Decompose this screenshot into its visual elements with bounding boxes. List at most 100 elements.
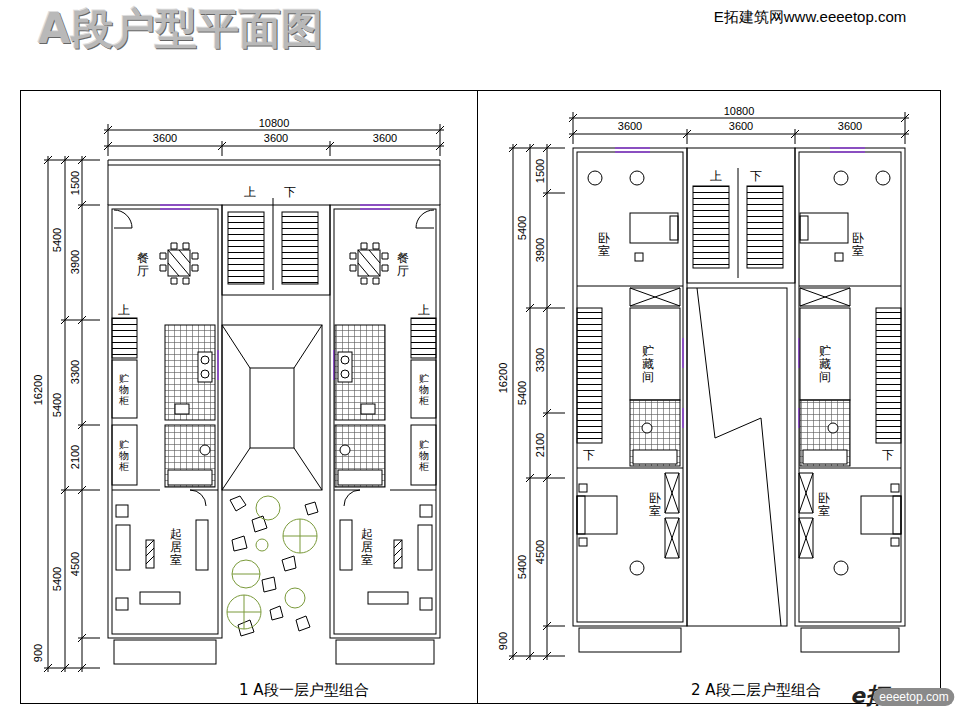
dimension-text: 3600	[728, 121, 754, 132]
first-floor-plan-part	[200, 445, 210, 455]
first-floor-plan-part	[335, 325, 385, 420]
dimension-text: 3300	[70, 359, 81, 385]
first-floor-plan-part	[112, 209, 218, 634]
room-name: 贮物柜	[119, 373, 129, 406]
second-floor-plan-part	[630, 288, 850, 306]
second-floor-plan-part	[630, 561, 644, 575]
first-floor-plan-part	[112, 360, 137, 418]
first-floor-plan-part	[334, 209, 436, 634]
first-floor-plan-part	[411, 318, 436, 358]
room-name: 卧室	[852, 232, 864, 258]
second-floor-plan-part	[630, 171, 644, 185]
second-floor-plan-part	[579, 628, 681, 652]
first-floor-plan-part	[340, 445, 350, 455]
first-floor-plan-part	[201, 356, 209, 364]
second-floor-plan-part	[588, 171, 602, 185]
second-floor-plan-part	[861, 496, 901, 534]
dimension-text: 5400	[517, 215, 528, 241]
first-floor-plan-part	[330, 205, 440, 638]
dimension-lines	[44, 124, 444, 672]
first-floor-plan-part	[114, 210, 434, 228]
first-floor-plan-part	[335, 425, 385, 487]
first-floor-plan-part	[418, 525, 432, 570]
first-floor-plan-part	[108, 205, 222, 638]
room-name: 贮物柜	[419, 373, 429, 406]
second-floor-plan-part	[800, 216, 808, 240]
first-floor-plan-part	[338, 470, 382, 485]
dimension-text: 1500	[70, 170, 81, 196]
first-floor-plan-part	[227, 496, 317, 629]
first-floor-plan-part-part	[285, 588, 305, 608]
first-floor-plan-part	[420, 598, 432, 610]
dimension-text: 10800	[258, 118, 291, 129]
first-floor-plan-part	[358, 250, 380, 276]
second-floor-plan-part	[738, 168, 739, 278]
second-floor-plan-part	[891, 538, 899, 546]
second-floor-plan-part	[579, 484, 587, 492]
first-floor-plan-part-part	[256, 539, 268, 551]
dimension-lines-part	[44, 156, 86, 672]
panel-caption: 1 A段一层户型组合	[239, 683, 369, 698]
dimension-text: 3600	[617, 121, 643, 132]
dimension-lines-part	[104, 126, 444, 150]
second-floor-plan-part	[687, 288, 787, 626]
dimension-text: 3600	[152, 133, 178, 144]
first-floor-plan-part	[338, 352, 352, 382]
second-floor-plan-part	[665, 473, 679, 558]
plan-panel: 1 A段一层户型组合	[20, 90, 478, 704]
dimension-text: 5400	[517, 380, 528, 406]
second-floor-plan-part	[835, 253, 843, 261]
stair-direction: 上	[244, 186, 256, 198]
room-name: 卧室	[649, 492, 661, 518]
dimension-text: 4500	[535, 539, 546, 565]
site-credit: E拓建筑网www.eeeetop.com	[714, 9, 907, 24]
second-floor-plan-part	[577, 152, 683, 622]
first-floor-plan-part-part	[227, 519, 317, 629]
second-floor-plan-part	[834, 561, 848, 575]
dimension-text: 16200	[498, 362, 509, 395]
second-floor-plan-part	[633, 450, 677, 464]
room-name: 贮藏间	[642, 345, 654, 385]
room-name: 贮藏间	[819, 345, 831, 385]
room-name: 贮物柜	[419, 439, 429, 472]
dimension-text: 5400	[52, 227, 63, 253]
second-floor-plan-part	[577, 496, 585, 534]
first-floor-plan-part	[411, 360, 436, 418]
first-floor-plan-part	[341, 356, 349, 364]
first-floor-plan	[108, 160, 440, 664]
dimension-lines-part	[108, 124, 440, 156]
first-floor-plan-part	[116, 505, 128, 517]
first-floor-plan-part	[168, 250, 190, 276]
dimension-text: 3900	[70, 249, 81, 275]
first-floor-plan-part	[112, 318, 137, 358]
first-floor-plan-part	[340, 520, 352, 570]
dimension-text: 2100	[535, 432, 546, 458]
first-floor-plan-part	[160, 243, 198, 284]
second-floor-plan-part	[800, 400, 850, 466]
first-floor-plan-part	[165, 425, 215, 487]
second-floor-plan-part	[577, 308, 602, 443]
second-floor-plan-part	[697, 288, 781, 626]
first-floor-plan-part	[336, 640, 434, 664]
second-floor-plan-part	[803, 450, 847, 464]
stair-direction: 下	[284, 186, 296, 198]
second-floor-plan-part	[876, 308, 901, 443]
stair-direction: 上	[710, 170, 722, 182]
first-floor-plan-part-part	[256, 496, 280, 520]
first-floor-plan-part	[146, 540, 154, 568]
first-floor-plan-part	[198, 352, 212, 382]
second-floor-plan-part	[579, 538, 587, 546]
second-floor-plan-part	[635, 253, 643, 261]
panel-caption: 2 A段二层户型组合	[691, 683, 821, 698]
first-floor-plan-part	[114, 640, 216, 664]
dimension-text: 900	[33, 643, 44, 663]
second-floor-plan-part	[573, 148, 687, 626]
first-floor-plan-part	[230, 496, 318, 636]
first-floor-plan-part	[222, 325, 322, 490]
first-floor-plan-part	[168, 470, 212, 485]
room-name: 卧室	[818, 492, 830, 518]
first-floor-plan-part	[201, 370, 209, 378]
dimension-text: 3900	[535, 237, 546, 263]
first-floor-plan-part	[165, 325, 215, 420]
dimension-text: 2100	[70, 444, 81, 470]
